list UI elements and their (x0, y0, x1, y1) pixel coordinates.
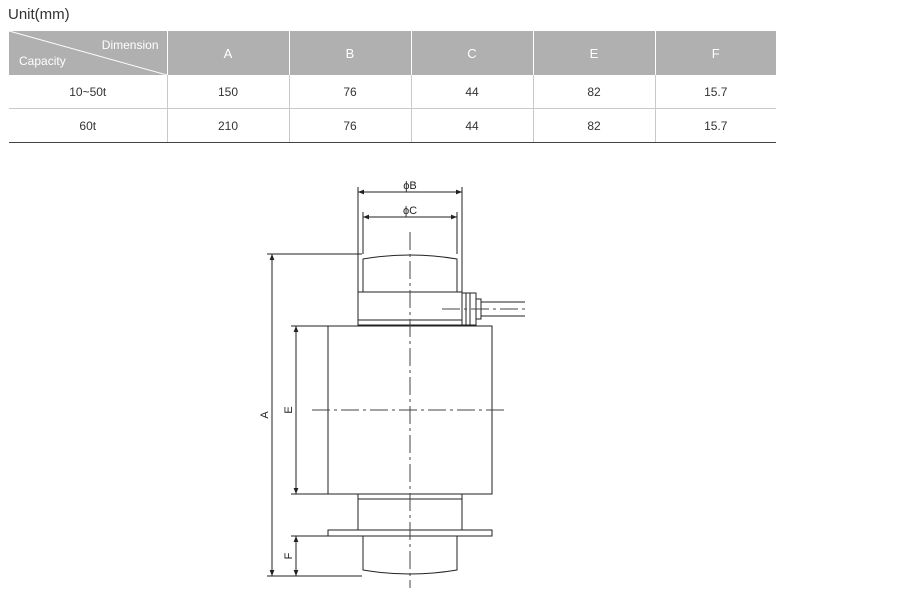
column-header-a: A (167, 31, 290, 75)
table-row: 60t 210 76 44 82 15.7 (9, 108, 776, 143)
value-cell: 76 (289, 108, 412, 143)
value-cell: 210 (167, 108, 290, 143)
column-header-b: B (289, 31, 412, 75)
value-cell: 44 (411, 75, 534, 109)
column-header-c: C (411, 31, 534, 75)
label-f: F (283, 552, 295, 559)
column-header-f: F (655, 31, 776, 75)
label-phi-c: ϕC (403, 205, 417, 217)
dimension-header: Dimension (101, 38, 159, 52)
value-cell: 44 (411, 108, 534, 143)
value-cell: 76 (289, 75, 412, 109)
table-row: 10~50t 150 76 44 82 15.7 (9, 75, 776, 109)
value-cell: 15.7 (655, 75, 776, 109)
capacity-cell: 10~50t (9, 75, 168, 109)
capacity-cell: 60t (9, 108, 168, 143)
value-cell: 15.7 (655, 108, 776, 143)
unit-label: Unit(mm) (8, 6, 70, 23)
label-phi-b: ϕB (403, 180, 417, 192)
value-cell: 82 (533, 108, 656, 143)
dimension-table: Dimension Capacity A B C E F 10~50t 150 … (9, 31, 776, 143)
value-cell: 82 (533, 75, 656, 109)
diagonal-divider (9, 31, 167, 75)
label-e: E (283, 406, 295, 413)
column-header-e: E (533, 31, 656, 75)
capacity-header: Capacity (19, 54, 66, 68)
value-cell: 150 (167, 75, 290, 109)
corner-header-cell: Dimension Capacity (9, 31, 168, 75)
label-a: A (259, 411, 271, 419)
table-header-row: Dimension Capacity A B C E F (9, 31, 776, 75)
